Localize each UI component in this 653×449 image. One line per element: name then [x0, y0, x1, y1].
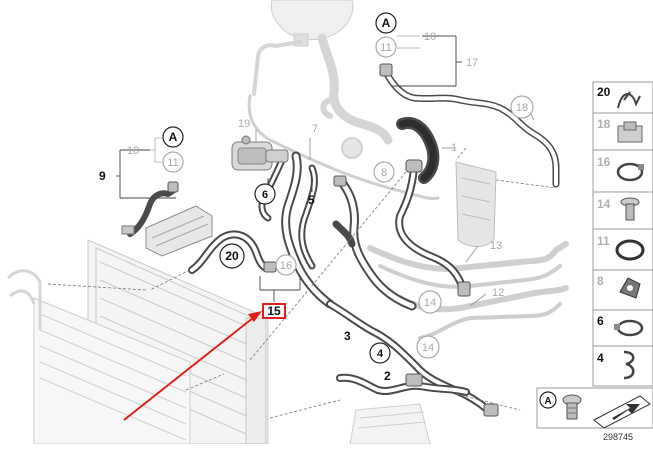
callout-3: 3	[344, 329, 351, 343]
bracket-17	[392, 35, 462, 87]
svg-text:8: 8	[597, 274, 604, 288]
callout-10-left: 10	[127, 145, 139, 157]
background-hoses	[247, 33, 440, 200]
legend-item-4: 4	[597, 350, 635, 380]
svg-text:11: 11	[167, 157, 178, 169]
hose-connectors	[167, 63, 499, 417]
coolant-tank-right	[455, 161, 497, 247]
reference-number: 298745	[603, 432, 633, 442]
legend-item-20: 20	[597, 85, 641, 109]
legend-item-18: 18	[597, 117, 643, 143]
svg-text:20: 20	[597, 85, 611, 99]
svg-text:14: 14	[422, 342, 434, 354]
callout-12: 12	[492, 287, 504, 299]
highlight-arrow-head	[248, 311, 262, 322]
callout-9: 9	[99, 169, 106, 183]
bracket-9	[116, 149, 176, 199]
callout-A-top: A	[375, 12, 397, 34]
leader-lines	[47, 147, 557, 419]
svg-text:A: A	[382, 16, 391, 30]
svg-text:16: 16	[597, 155, 611, 169]
callout-18: 18	[510, 95, 534, 119]
dark-hoses	[127, 68, 560, 416]
callout-19: 19	[238, 118, 250, 130]
svg-text:8: 8	[381, 167, 387, 179]
electric-water-pump	[231, 135, 289, 171]
callout-13: 13	[490, 240, 502, 252]
svg-text:A: A	[544, 396, 551, 407]
svg-text:14: 14	[597, 197, 611, 211]
legend-panel: 20 18 16 14 11 8 6	[536, 81, 653, 429]
svg-text:4: 4	[377, 348, 384, 360]
svg-text:11: 11	[380, 42, 391, 54]
callout-1: 1	[451, 142, 457, 154]
condenser	[6, 269, 191, 445]
highlight-arrow	[123, 313, 259, 421]
svg-text:15: 15	[267, 304, 281, 318]
callout-5: 5	[308, 193, 315, 207]
legend-item-6: 6	[597, 314, 644, 337]
callout-15-highlighted: 15	[262, 303, 286, 319]
svg-text:20: 20	[225, 249, 239, 263]
legend-direction-arrow-icon	[593, 395, 651, 429]
callout-16: 16	[275, 254, 297, 276]
bracket-15	[259, 276, 301, 302]
legend-item-8: 8	[597, 274, 641, 299]
auxiliary-cooler-left	[121, 205, 213, 257]
svg-text:16: 16	[280, 260, 292, 272]
callout-11-left: 11	[162, 151, 184, 173]
svg-text:11: 11	[597, 234, 610, 248]
svg-text:14: 14	[424, 297, 436, 309]
callout-10-top: 10	[424, 31, 436, 43]
callout-6: 6	[254, 183, 276, 205]
callout-4: 4	[369, 342, 391, 364]
callout-17: 17	[466, 57, 478, 69]
lower-tank	[349, 403, 431, 445]
callout-14b: 14	[416, 335, 440, 359]
legend-item-14: 14	[597, 197, 640, 221]
svg-text:6: 6	[262, 189, 268, 201]
callout-14a: 14	[418, 290, 442, 314]
callout-8: 8	[373, 161, 395, 183]
callout-A-left: A	[162, 126, 184, 148]
legend-item-A: A	[539, 391, 582, 420]
legend-item-16: 16	[597, 155, 644, 182]
svg-text:18: 18	[516, 102, 528, 114]
callout-20-main: 20	[219, 243, 245, 269]
svg-text:A: A	[169, 130, 178, 144]
svg-text:18: 18	[597, 117, 611, 131]
callout-leaders	[255, 107, 535, 307]
bracket-10-top	[397, 35, 420, 49]
bracket-10-left	[150, 137, 164, 163]
callout-7: 7	[312, 123, 318, 135]
expansion-tank-top	[270, 0, 354, 47]
svg-text:6: 6	[597, 314, 604, 328]
callout-11-top: 11	[375, 36, 397, 58]
callout-2: 2	[384, 369, 391, 383]
svg-text:4: 4	[597, 351, 604, 365]
legend-item-11: 11	[597, 234, 645, 261]
